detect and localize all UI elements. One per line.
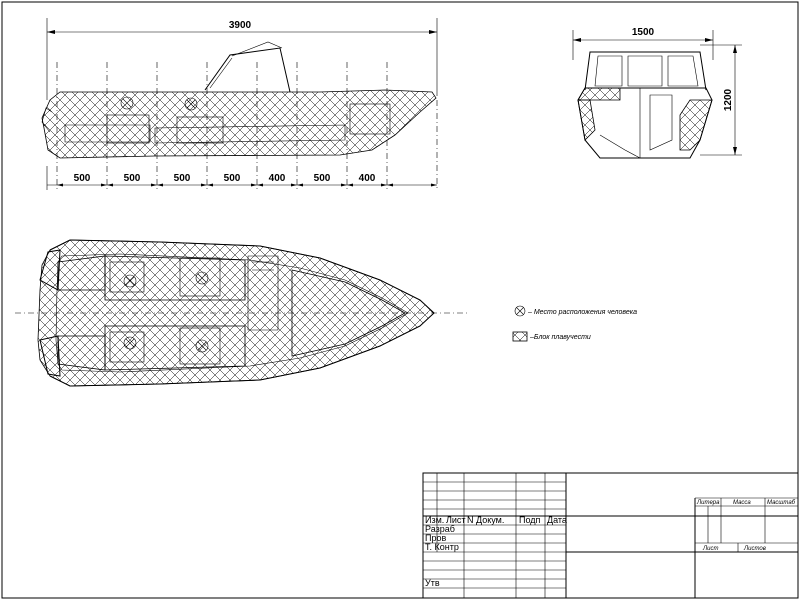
person-marker-icon bbox=[123, 336, 137, 350]
foam-block-swatch bbox=[512, 331, 528, 342]
title-block: Изм. Лист N Докум. Подп Дата Разраб Пров… bbox=[422, 472, 799, 599]
segment-label: 500 bbox=[314, 173, 331, 184]
tb-masshtab: Масштаб bbox=[767, 500, 796, 506]
tb-doc: N Докум. bbox=[467, 515, 504, 525]
segment-label: 400 bbox=[359, 173, 376, 184]
tb-utv: Утв bbox=[425, 578, 440, 588]
tb-list: Лист bbox=[446, 515, 466, 525]
segment-label: 400 bbox=[269, 173, 286, 184]
segment-label: 500 bbox=[74, 173, 91, 184]
tb-podp: Подп bbox=[519, 515, 541, 525]
person-marker-icon bbox=[195, 339, 209, 353]
tb-litera: Литера bbox=[696, 500, 720, 506]
segment-label: 500 bbox=[174, 173, 191, 184]
tb-massa: Масса bbox=[733, 500, 751, 506]
tb-list2: Лист bbox=[702, 546, 718, 552]
tb-data: Дата bbox=[547, 515, 567, 525]
segment-label: 500 bbox=[224, 173, 241, 184]
beam-width-label: 1500 bbox=[632, 27, 655, 38]
front-view: 1500 1200 bbox=[572, 27, 742, 159]
tb-izm: Изм. bbox=[425, 515, 444, 525]
tb-tkontr: Т. Контр bbox=[425, 542, 459, 552]
legend-person-text: – Место расположения человека bbox=[527, 309, 637, 316]
height-label: 1200 bbox=[723, 88, 734, 111]
segment-label: 500 bbox=[124, 173, 141, 184]
tb-razrab: Разраб bbox=[425, 524, 455, 534]
plan-view bbox=[15, 239, 470, 387]
person-marker-icon bbox=[184, 97, 198, 111]
person-marker-icon bbox=[195, 271, 209, 285]
person-marker-icon bbox=[123, 274, 137, 288]
legend: – Место расположения человека –Блок плав… bbox=[512, 305, 637, 342]
side-view: 3900 bbox=[41, 18, 438, 190]
legend-foam-text: –Блок плавучести bbox=[529, 334, 591, 341]
overall-length-label: 3900 bbox=[229, 20, 252, 31]
person-marker-icon bbox=[514, 305, 526, 317]
tb-listov: Листов bbox=[743, 546, 766, 552]
person-marker-icon bbox=[120, 96, 134, 110]
tb-prov: Пров bbox=[425, 533, 446, 543]
